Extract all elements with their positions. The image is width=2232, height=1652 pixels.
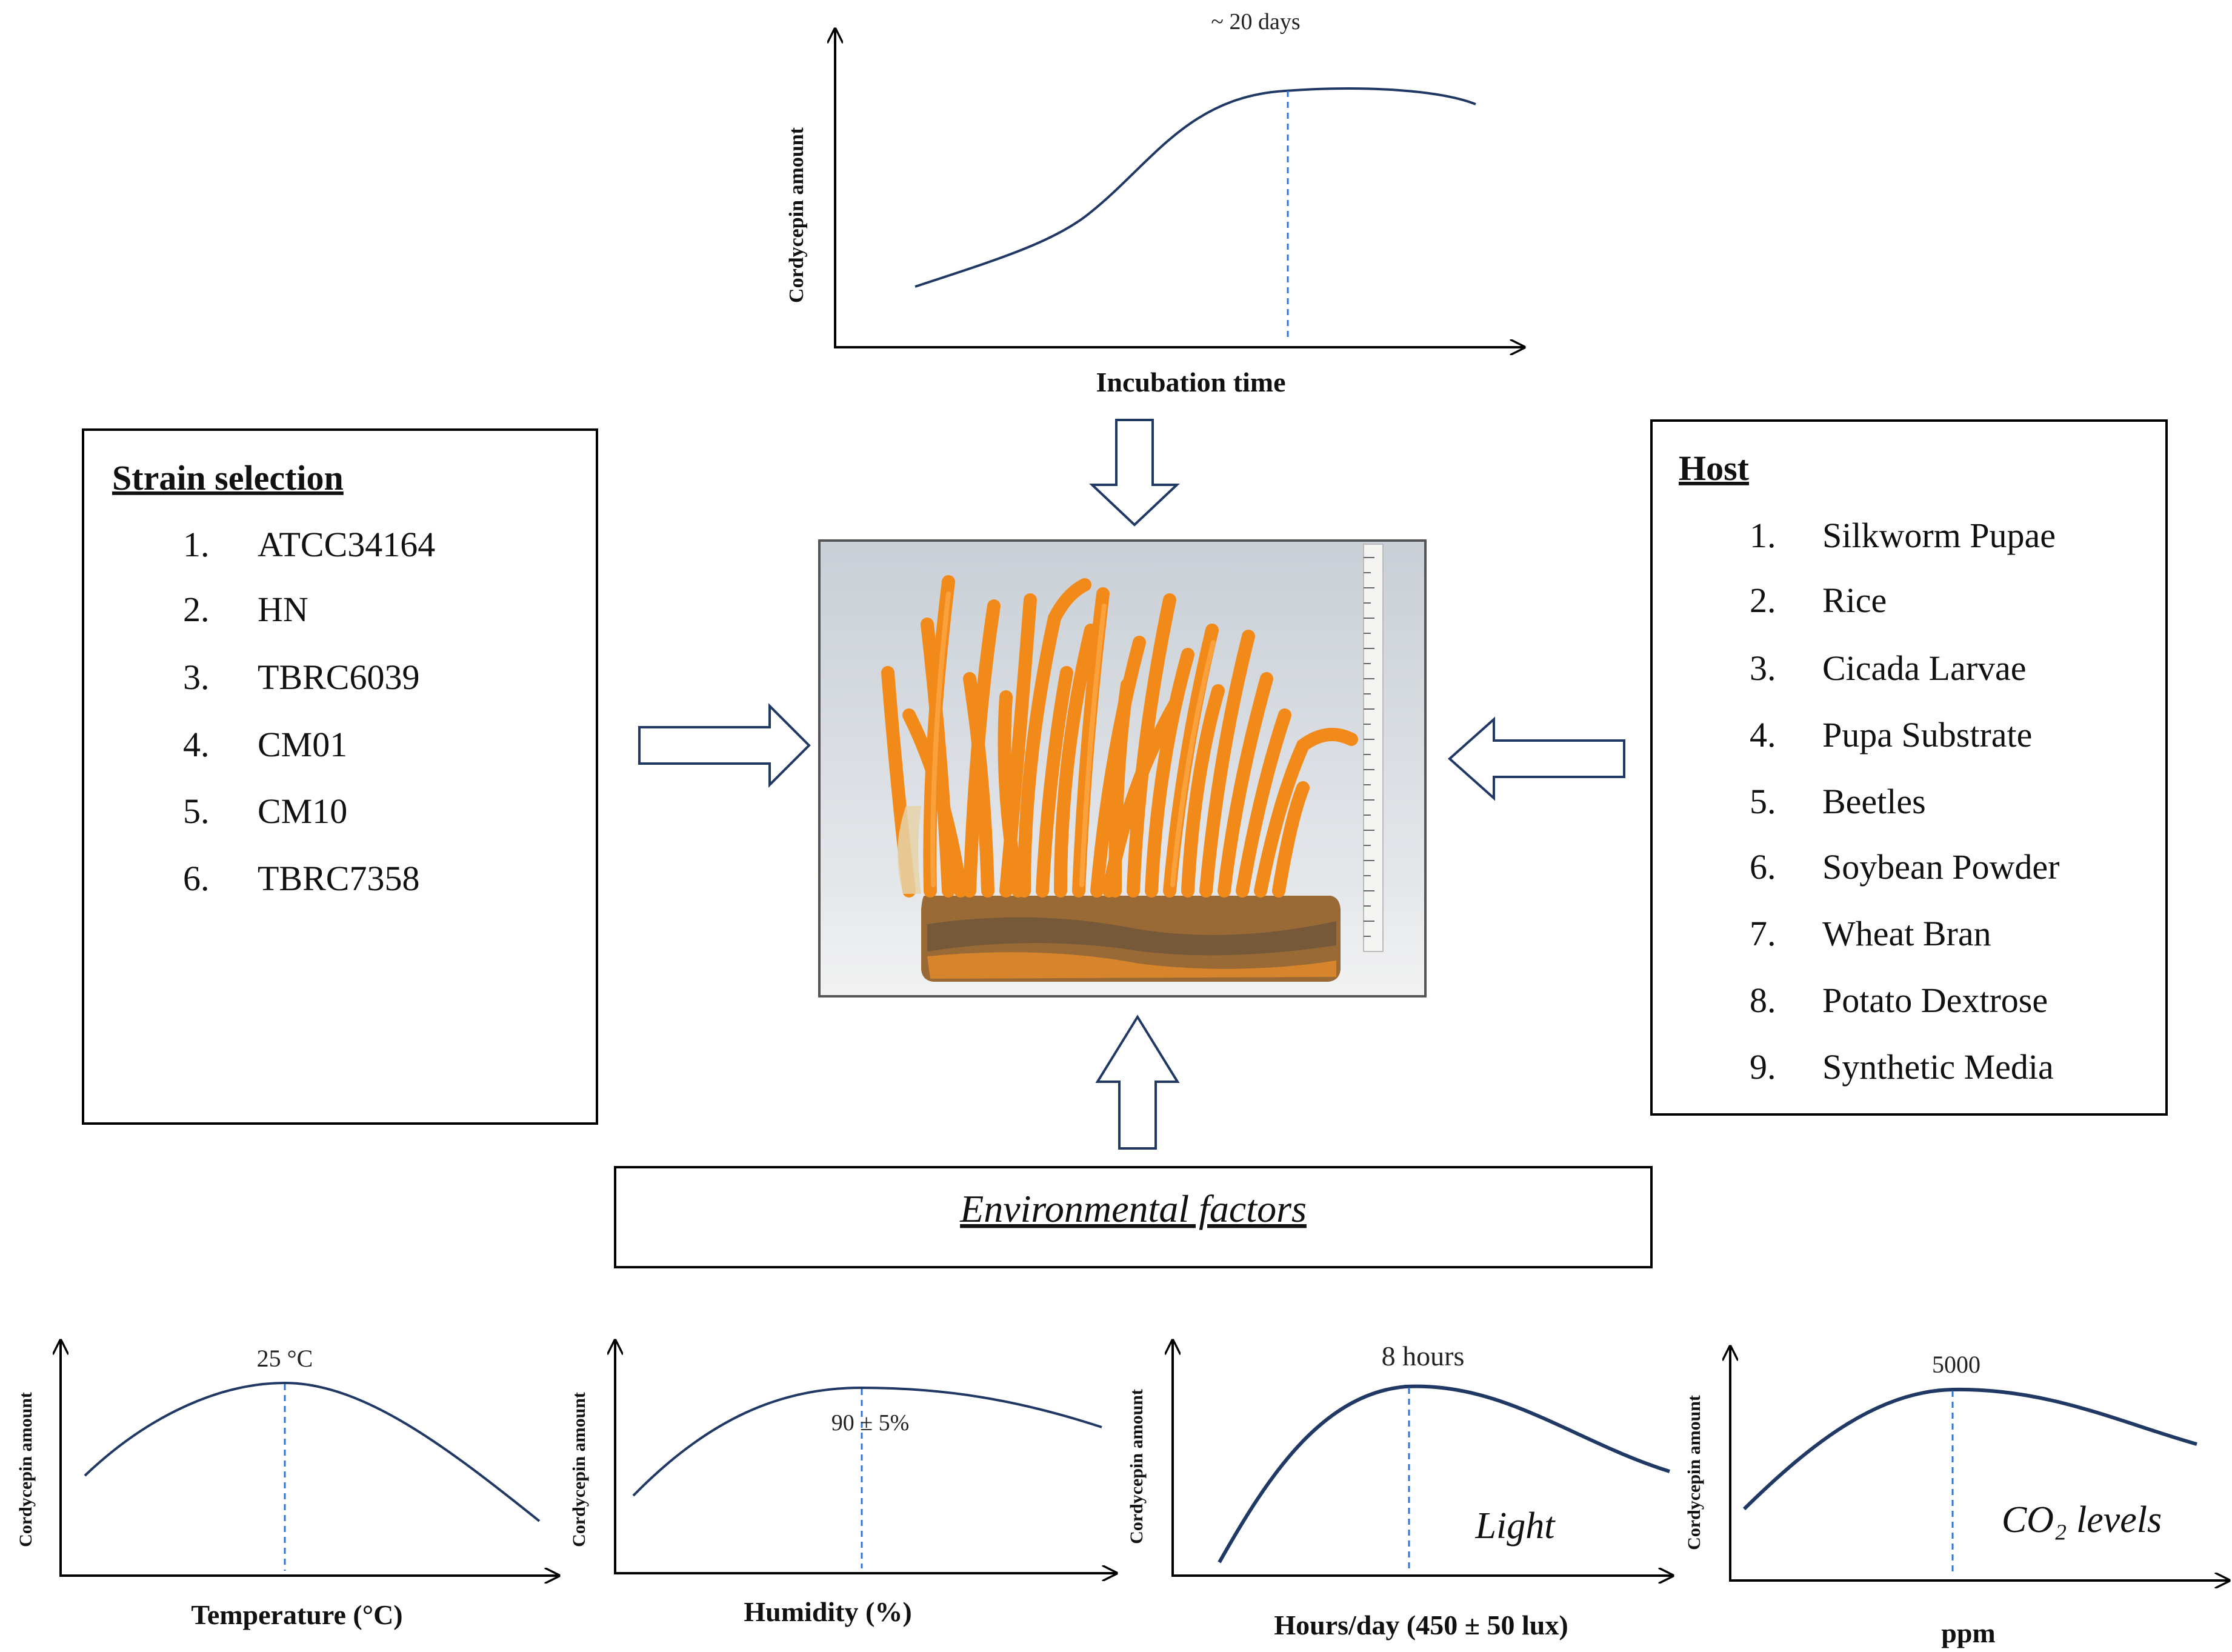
host-title: Host <box>1679 448 1750 488</box>
host-item-number: 8. <box>1750 981 1776 1020</box>
env-box-frame <box>614 1166 1653 1268</box>
strain-item-label: CM01 <box>258 725 347 764</box>
strain-item-number: 2. <box>183 590 210 629</box>
y-axis-label: Cordycepin amount <box>1127 1389 1147 1544</box>
cordyceps-photo <box>818 539 1427 998</box>
y-axis-label: Cordycepin amount <box>1684 1395 1704 1550</box>
strain-box-frame <box>82 428 598 1125</box>
host-item-number: 6. <box>1750 847 1776 887</box>
peak-label: 25 °C <box>257 1345 313 1372</box>
strain-item-number: 5. <box>183 791 210 831</box>
y-axis-label: Cordycepin amount <box>16 1392 36 1547</box>
host-item-label: Soybean Powder <box>1822 847 2059 887</box>
peak-label: ~ 20 days <box>1211 9 1300 35</box>
host-item-label: Cicada Larvae <box>1822 648 2027 688</box>
y-axis-label: Cordycepin amount <box>785 127 808 303</box>
x-axis-label: Hours/day (450 ± 50 lux) <box>1274 1610 1568 1640</box>
env-title: Environmental factors <box>959 1187 1307 1230</box>
inner-label: CO₂ levels <box>2002 1499 2162 1540</box>
incubation-chart: ~ 20 days Cordycepin amount Incubation t… <box>785 9 1524 398</box>
arrow-left-icon <box>1447 716 1625 801</box>
host-item-label: Pupa Substrate <box>1822 715 2032 754</box>
strain-item-number: 4. <box>183 725 210 764</box>
curve <box>84 1381 541 1522</box>
strain-item-label: CM10 <box>258 791 347 831</box>
humidity-chart: 90 ± 5% Cordycepin amount Humidity (%) <box>569 1341 1116 1627</box>
strain-item-label: HN <box>258 590 308 629</box>
arrow-up-icon <box>1095 1014 1180 1150</box>
inner-label: Light <box>1475 1505 1556 1547</box>
co2-chart: 5000 CO₂ levels Cordycepin amount ppm <box>1684 1347 2229 1648</box>
strain-item-label: TBRC6039 <box>258 658 420 697</box>
y-axis-label: Cordycepin amount <box>569 1392 589 1547</box>
peak-label: 8 hours <box>1382 1341 1465 1371</box>
peak-label: 90 ± 5% <box>831 1410 910 1436</box>
arrow-down-icon <box>1088 419 1181 527</box>
peak-label: 5000 <box>1932 1351 1980 1378</box>
host-box: Host 1. Silkworm Pupae 2. Rice 3. Cicada… <box>1650 419 2168 1116</box>
host-item-label: Silkworm Pupae <box>1822 516 2056 555</box>
arrow-right-icon <box>638 703 811 788</box>
curve <box>914 87 1476 288</box>
host-item-number: 1. <box>1750 516 1776 555</box>
x-axis-label: ppm <box>1941 1617 1995 1648</box>
host-item-label: Wheat Bran <box>1822 914 1991 953</box>
x-axis-label: Temperature (°C) <box>191 1599 402 1630</box>
host-item-number: 2. <box>1750 581 1776 620</box>
ruler <box>1363 544 1384 952</box>
host-item-label: Rice <box>1822 581 1887 620</box>
curve <box>1742 1387 2197 1511</box>
strain-title: Strain selection <box>112 458 344 498</box>
curve <box>632 1386 1102 1497</box>
fungus-stalks <box>881 575 1358 898</box>
curve <box>1218 1384 1670 1564</box>
host-item-label: Potato Dextrose <box>1822 981 2048 1020</box>
light-chart: 8 hours Light Cordycepin amount Hours/da… <box>1127 1341 1673 1640</box>
strain-item-number: 3. <box>183 658 210 697</box>
environmental-factors-box: Environmental factors <box>614 1166 1653 1268</box>
temperature-chart: 25 °C Cordycepin amount Temperature (°C) <box>16 1341 559 1630</box>
strain-item-number: 6. <box>183 859 210 898</box>
host-list: 1. Silkworm Pupae 2. Rice 3. Cicada Larv… <box>1750 516 2059 1087</box>
host-item-number: 4. <box>1750 715 1776 754</box>
host-item-number: 9. <box>1750 1047 1776 1087</box>
host-item-label: Synthetic Media <box>1822 1047 2054 1087</box>
x-axis-label: Incubation time <box>1096 367 1285 398</box>
strain-item-number: 1. <box>183 525 210 564</box>
strain-item-label: TBRC7358 <box>258 859 420 898</box>
host-box-frame <box>1650 419 2168 1116</box>
host-item-number: 3. <box>1750 648 1776 688</box>
strain-selection-box: Strain selection 1. ATCC34164 2. HN 3. T… <box>82 428 598 1125</box>
strain-list: 1. ATCC34164 2. HN 3. TBRC6039 4. CM01 5… <box>183 525 435 898</box>
x-axis-label: Humidity (%) <box>744 1596 911 1627</box>
host-item-label: Beetles <box>1822 782 1926 821</box>
host-item-number: 7. <box>1750 914 1776 953</box>
strain-item-label: ATCC34164 <box>258 525 435 564</box>
host-item-number: 5. <box>1750 782 1776 821</box>
